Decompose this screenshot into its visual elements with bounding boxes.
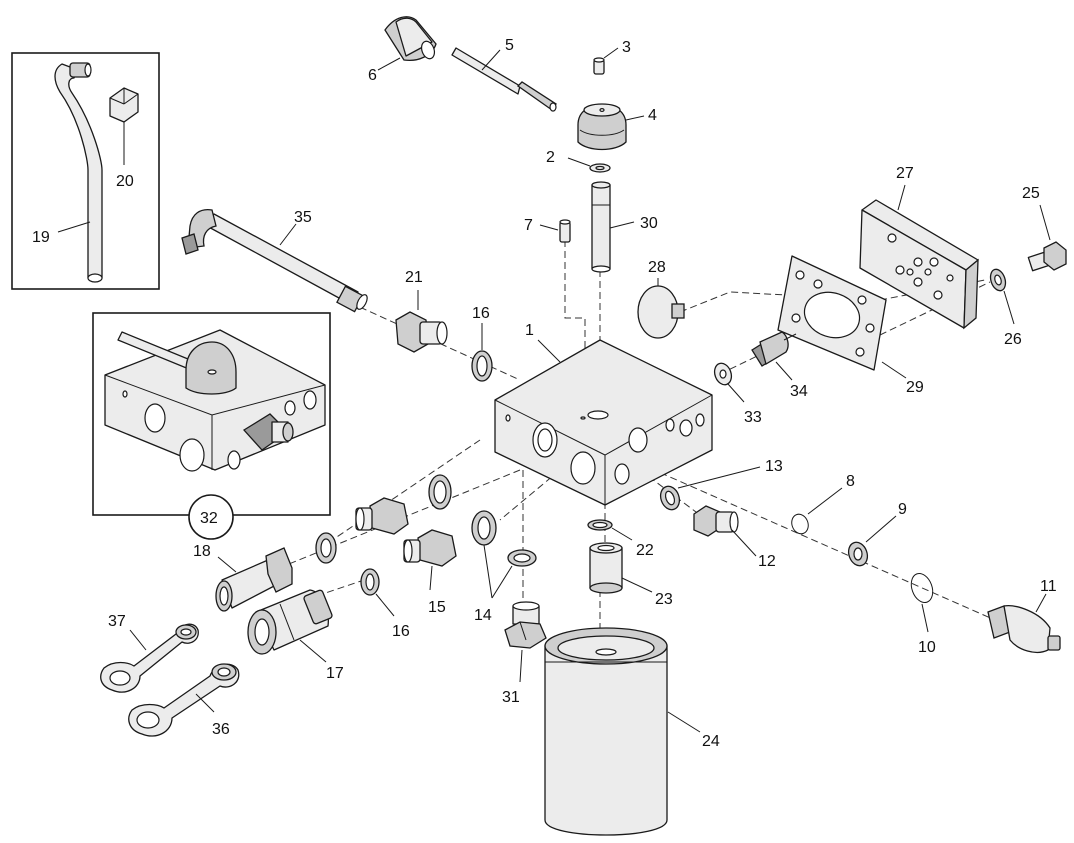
callout-4: 4	[648, 107, 657, 124]
callout-12: 12	[758, 553, 776, 570]
oring-22: 22	[587, 519, 654, 559]
knob-6: 6	[368, 16, 437, 84]
callout-9: 9	[898, 501, 907, 518]
knob-4: 4	[577, 103, 657, 151]
callout-30: 30	[640, 215, 658, 232]
pin-7: 7	[524, 217, 571, 243]
orings-14: 14	[471, 510, 537, 624]
rod-5: 5	[451, 37, 557, 112]
inset-valve-assembly: 32	[92, 312, 331, 540]
adapter-23: 23	[589, 542, 673, 608]
callout-18: 18	[193, 543, 211, 560]
oring-10: 10	[910, 572, 936, 656]
callout-26: 26	[1004, 331, 1022, 348]
fitting-12: 12	[693, 505, 776, 570]
callout-11: 11	[1040, 578, 1057, 595]
callout-27: 27	[896, 165, 914, 182]
nut-20	[109, 87, 139, 123]
pipe-end-fitting	[69, 62, 92, 78]
callout-10: 10	[918, 639, 936, 656]
oring-8: 8	[791, 473, 855, 535]
coupler-18: 18	[193, 543, 293, 612]
callout-7: 7	[524, 217, 533, 234]
callout-29: 29	[906, 379, 924, 396]
callout-33: 33	[744, 409, 762, 426]
callout-28: 28	[648, 259, 666, 276]
callout-16-upper: 16	[472, 305, 490, 322]
gasket-29: 29	[777, 255, 924, 396]
plate-27: 27	[859, 165, 979, 330]
fitting-upper	[355, 497, 409, 535]
pin-3: 3	[593, 39, 631, 75]
dust-cap-37: 37	[100, 613, 199, 693]
inset-frame-pipe	[11, 52, 160, 290]
sensor-11: 11	[987, 578, 1061, 654]
callout-15: 15	[428, 599, 446, 616]
callout-22: 22	[636, 542, 654, 559]
callout-35: 35	[294, 209, 312, 226]
washer-26: 26	[989, 268, 1022, 348]
washer-9: 9	[847, 501, 907, 567]
fitting-15: 15	[403, 529, 457, 616]
callout-24: 24	[702, 733, 720, 750]
callout-20: 20	[116, 173, 134, 190]
coupler-17: 17	[247, 589, 344, 682]
cartridge-34: 34	[751, 331, 808, 400]
callout-3: 3	[622, 39, 631, 56]
callout-23: 23	[655, 591, 673, 608]
washer-2: 2	[546, 149, 611, 173]
fitting-21: 21	[395, 269, 448, 353]
callout-17: 17	[326, 665, 344, 682]
callout-31: 31	[502, 689, 520, 706]
inset-pipe-assembly: 20 19	[11, 52, 160, 290]
bolt-25: 25	[1022, 185, 1067, 272]
callout-5: 5	[505, 37, 514, 54]
callout-32: 32	[200, 510, 218, 527]
callout-34: 34	[790, 383, 808, 400]
oring-upper-left	[428, 474, 452, 510]
callout-21: 21	[405, 269, 423, 286]
oring-13: 13	[659, 458, 783, 511]
callout-13: 13	[765, 458, 783, 475]
shaft-30: 30	[591, 181, 658, 273]
callout-14: 14	[474, 607, 492, 624]
callout-1: 1	[525, 322, 534, 339]
hose-end-fitting	[336, 285, 368, 313]
callout-16-lower: 16	[392, 623, 410, 640]
plug-28: 28	[637, 259, 685, 339]
callout-circle-32	[188, 494, 234, 540]
nipple-31: 31	[502, 601, 547, 706]
callout-37: 37	[108, 613, 126, 630]
hose-35: 35	[181, 208, 368, 313]
valve-block-1: 1	[494, 322, 713, 506]
callout-19: 19	[32, 229, 50, 246]
callout-8: 8	[846, 473, 855, 490]
callout-2: 2	[546, 149, 555, 166]
oring-16-lower: 16	[360, 568, 410, 640]
dust-cap-36: 36	[128, 663, 240, 738]
filter-24: 24	[544, 627, 720, 836]
callout-36: 36	[212, 721, 230, 738]
callout-25: 25	[1022, 185, 1040, 202]
oring-16-upper: 16	[471, 305, 493, 382]
callout-6: 6	[368, 67, 377, 84]
washer-33: 33	[713, 362, 762, 426]
oring-left	[315, 532, 337, 564]
